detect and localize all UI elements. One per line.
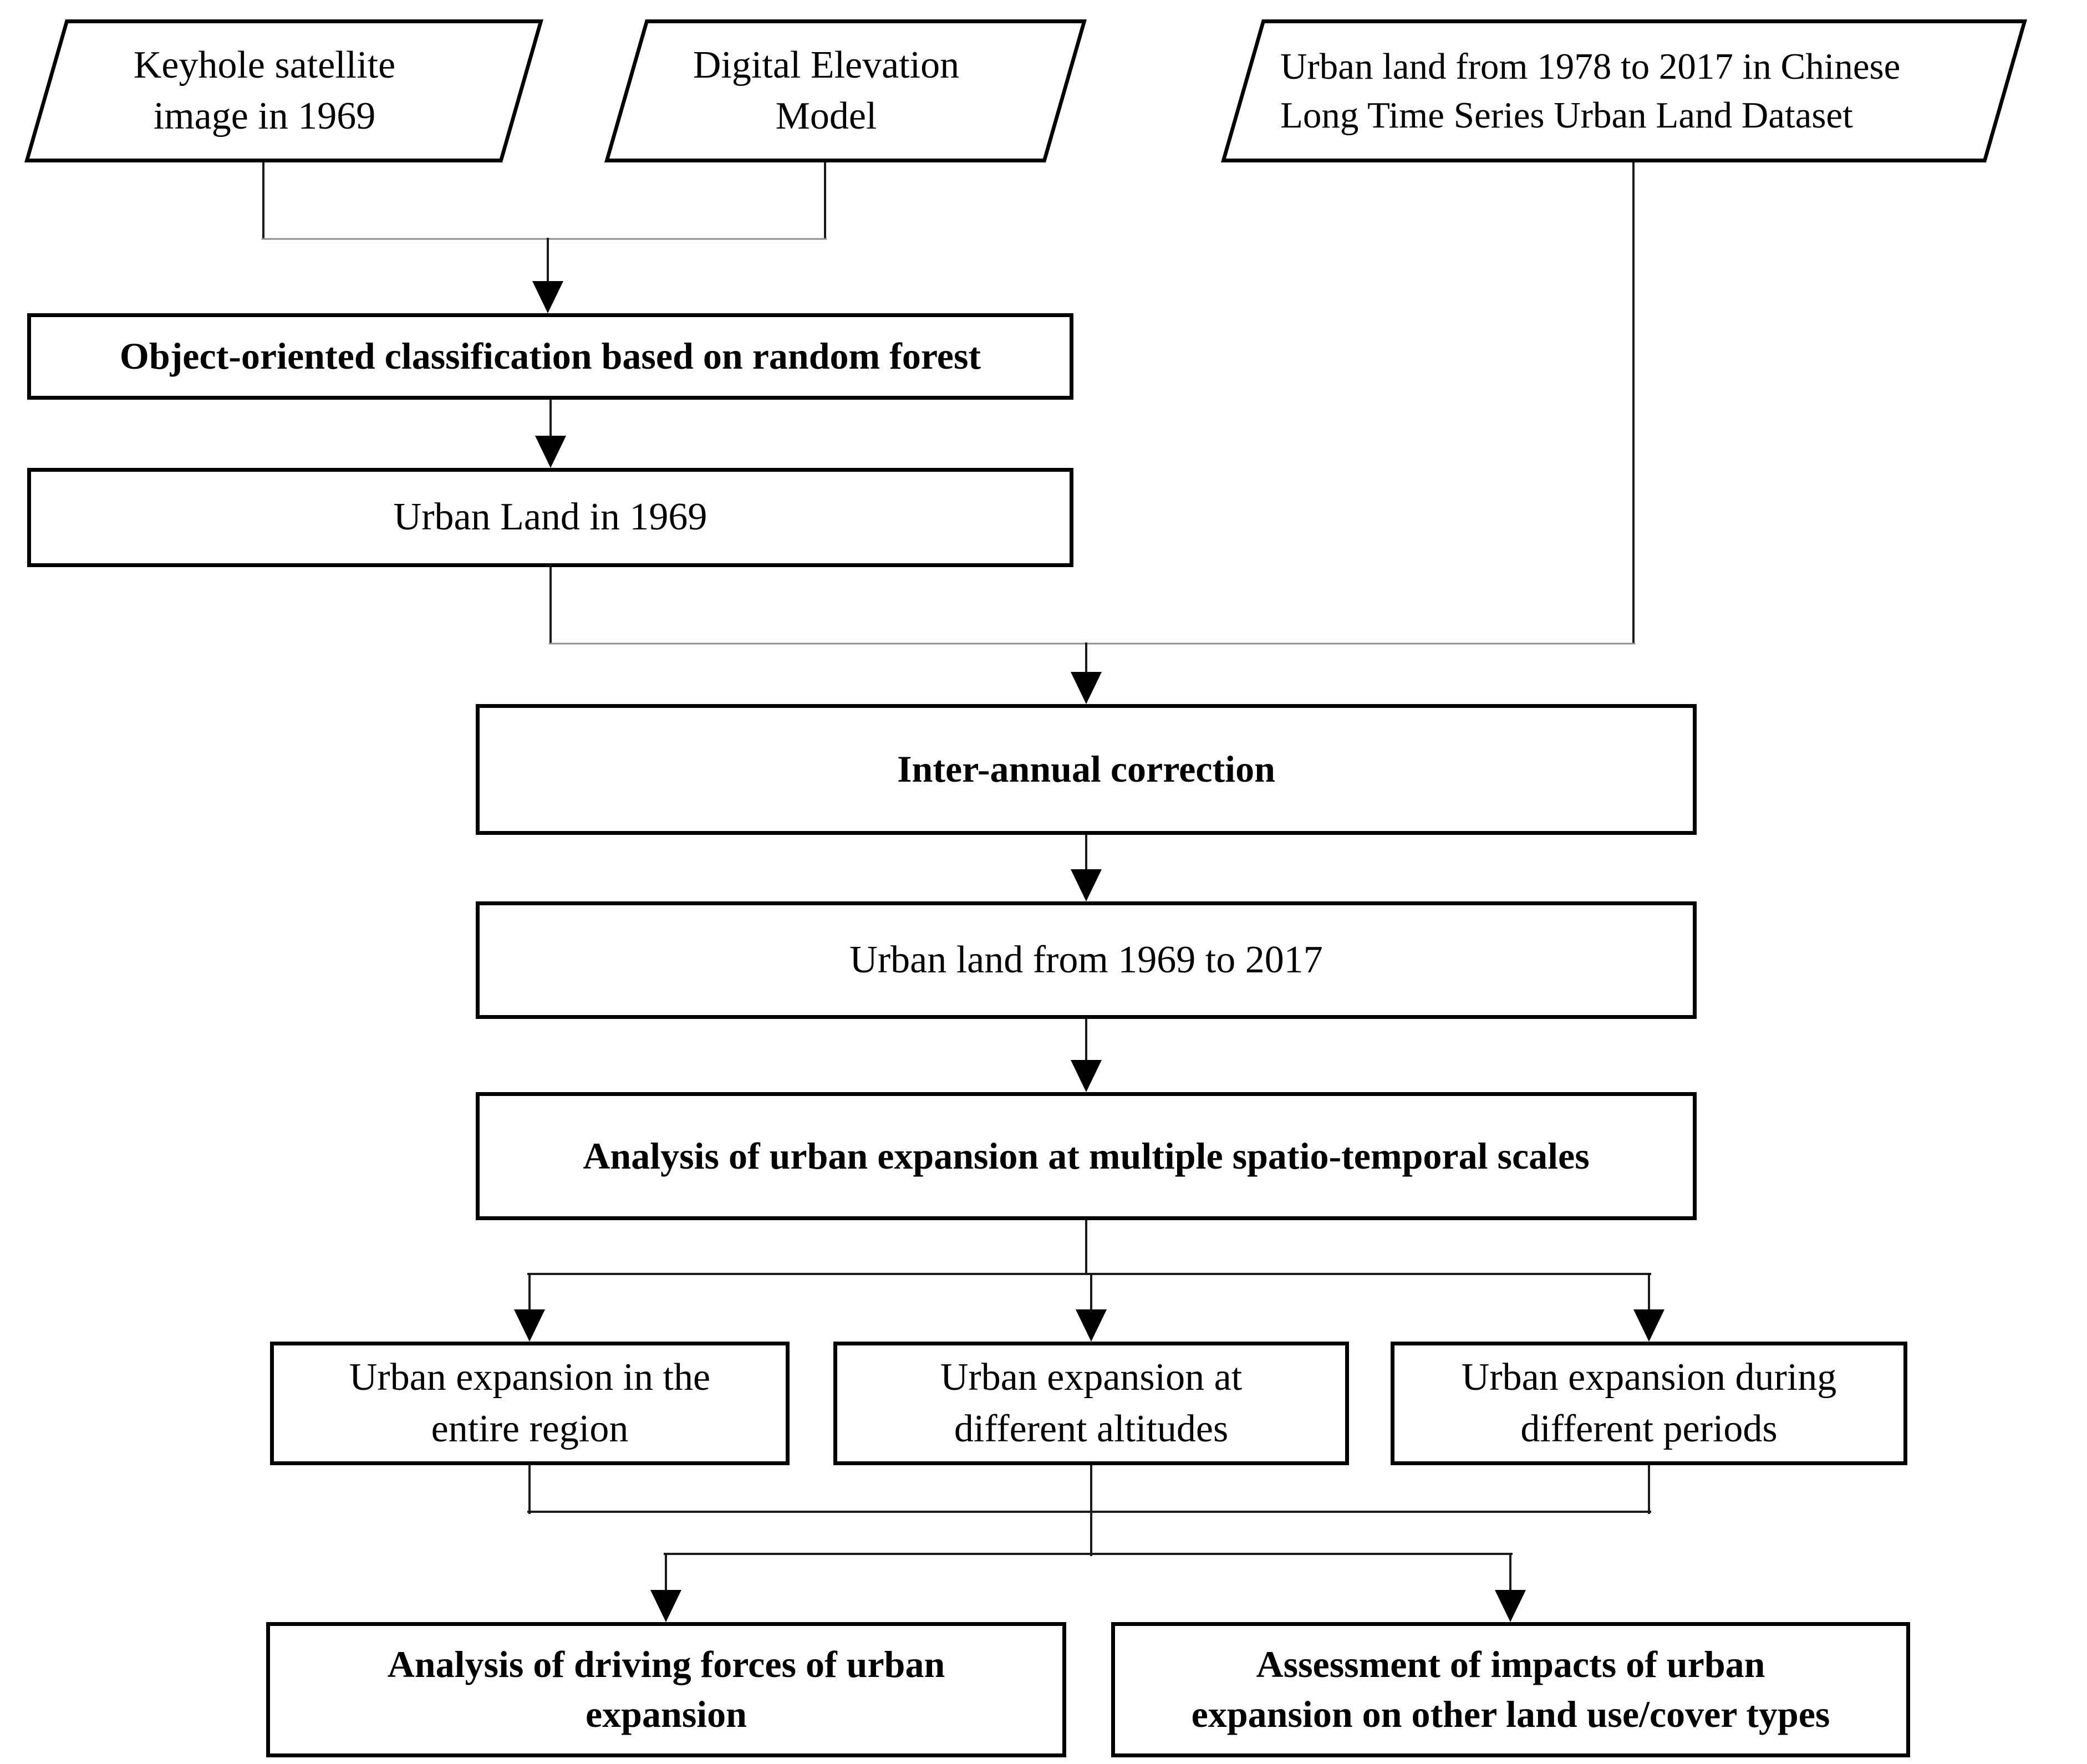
arrowhead-ul1969: [535, 436, 566, 468]
node-object-oriented-classification: Object-oriented classification based on …: [27, 313, 1073, 400]
arrowhead-interannual: [1071, 672, 1102, 704]
node-label: Analysis of driving forces of urban expa…: [387, 1643, 945, 1735]
node-label: Analysis of urban expansion at multiple …: [583, 1134, 1590, 1177]
node-multi-scale-analysis: Analysis of urban expansion at multiple …: [476, 1092, 1697, 1220]
arrowhead-driving-forces: [650, 1590, 681, 1622]
node-label: Object-oriented classification based on …: [119, 335, 981, 378]
node-keyhole-satellite-image: Keyhole satellite image in 1969: [24, 19, 543, 162]
node-expansion-different-periods: Urban expansion during different periods: [1391, 1342, 1907, 1465]
node-digital-elevation-model: Digital Elevation Model: [604, 19, 1087, 162]
arrowhead-impacts: [1495, 1590, 1526, 1622]
node-inter-annual-correction: Inter-annual correction: [476, 704, 1697, 835]
node-label-wrap: Digital Elevation Model: [609, 23, 1043, 159]
node-label-wrap: Urban land from 1978 to 2017 in Chinese …: [1226, 23, 1983, 159]
node-expansion-entire-region: Urban expansion in the entire region: [270, 1342, 790, 1465]
node-label: Urban expansion during different periods: [1461, 1356, 1837, 1450]
node-label-wrap: Keyhole satellite image in 1969: [29, 23, 500, 159]
node-impacts-assessment: Assessment of impacts of urban expansion…: [1111, 1622, 1910, 1757]
node-label: Urban expansion at different altitudes: [940, 1356, 1243, 1450]
node-label: Urban Land in 1969: [393, 496, 707, 539]
arrowhead-periods: [1633, 1309, 1664, 1342]
node-label: Digital Elevation Model: [693, 43, 960, 137]
node-clsd-urban-land-dataset: Urban land from 1978 to 2017 in Chinese …: [1221, 19, 2027, 162]
node-urban-land-1969: Urban Land in 1969: [27, 468, 1073, 567]
arrowhead-altitudes: [1076, 1309, 1107, 1342]
node-label: Keyhole satellite image in 1969: [133, 43, 396, 137]
arrowhead-region: [514, 1309, 545, 1342]
node-expansion-different-altitudes: Urban expansion at different altitudes: [833, 1342, 1349, 1465]
node-label: Urban land from 1978 to 2017 in Chinese …: [1280, 45, 1901, 136]
node-urban-land-1969-2017: Urban land from 1969 to 2017: [476, 901, 1697, 1019]
node-label: Inter-annual correction: [897, 748, 1275, 791]
node-driving-forces-analysis: Analysis of driving forces of urban expa…: [266, 1622, 1066, 1757]
arrowhead-ul19692017: [1071, 869, 1102, 901]
node-label: Urban expansion in the entire region: [349, 1356, 711, 1450]
arrowhead-analysis: [1071, 1060, 1102, 1092]
node-label: Urban land from 1969 to 2017: [849, 938, 1323, 981]
node-label: Assessment of impacts of urban expansion…: [1191, 1643, 1830, 1735]
arrowhead-classification: [532, 281, 563, 313]
